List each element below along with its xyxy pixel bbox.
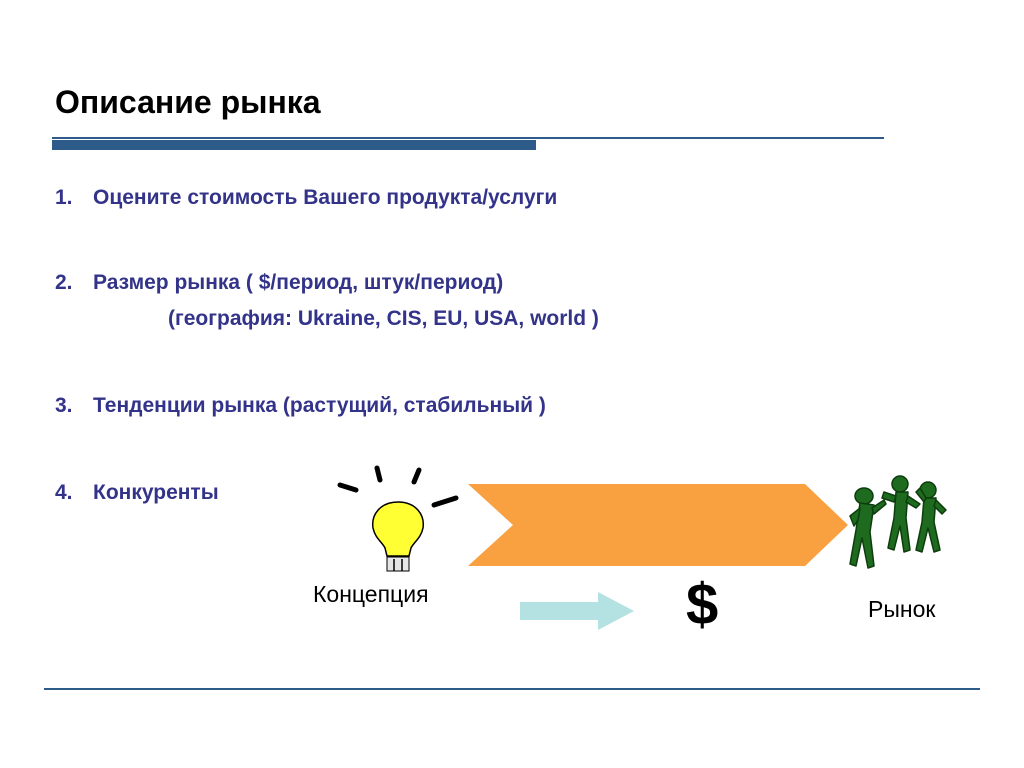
concept-label: Концепция [313, 581, 429, 607]
list-text: Размер рынка ( $/период, штук/период) [93, 271, 504, 294]
arrow-right-icon [520, 592, 634, 630]
list-text: Тенденции рынка (растущий, стабильный ) [93, 394, 546, 417]
list-number: 1. [55, 186, 73, 209]
list-number: 4. [55, 481, 73, 504]
list-item-2-subtext: (география: Ukraine, CIS, EU, USA, world… [168, 307, 599, 330]
list-item-1: 1. Оцените стоимость Вашего продукта/услу… [55, 186, 557, 210]
slide-title: Описание рынка [55, 84, 321, 120]
lightbulb-icon [337, 465, 459, 572]
list-number: 2. [55, 271, 73, 294]
bottom-divider [44, 688, 980, 690]
market-label: Рынок [868, 596, 936, 622]
list-item-2: 2. Размер рынка ( $/период, штук/период) [55, 271, 503, 295]
title-underline-thin [52, 137, 884, 139]
people-figures-icon [849, 475, 947, 569]
list-text: Конкуренты [93, 481, 219, 504]
dollar-sign: $ [686, 572, 719, 637]
chevron-arrow-icon [468, 484, 848, 566]
list-number: 3. [55, 394, 73, 417]
title-underline-thick [52, 140, 536, 150]
list-item-3: 3. Тенденции рынка (растущий, стабильный … [55, 394, 546, 418]
list-item-4: 4. Конкуренты [55, 481, 219, 505]
list-text: Оцените стоимость Вашего продукта/услуги [93, 186, 558, 209]
